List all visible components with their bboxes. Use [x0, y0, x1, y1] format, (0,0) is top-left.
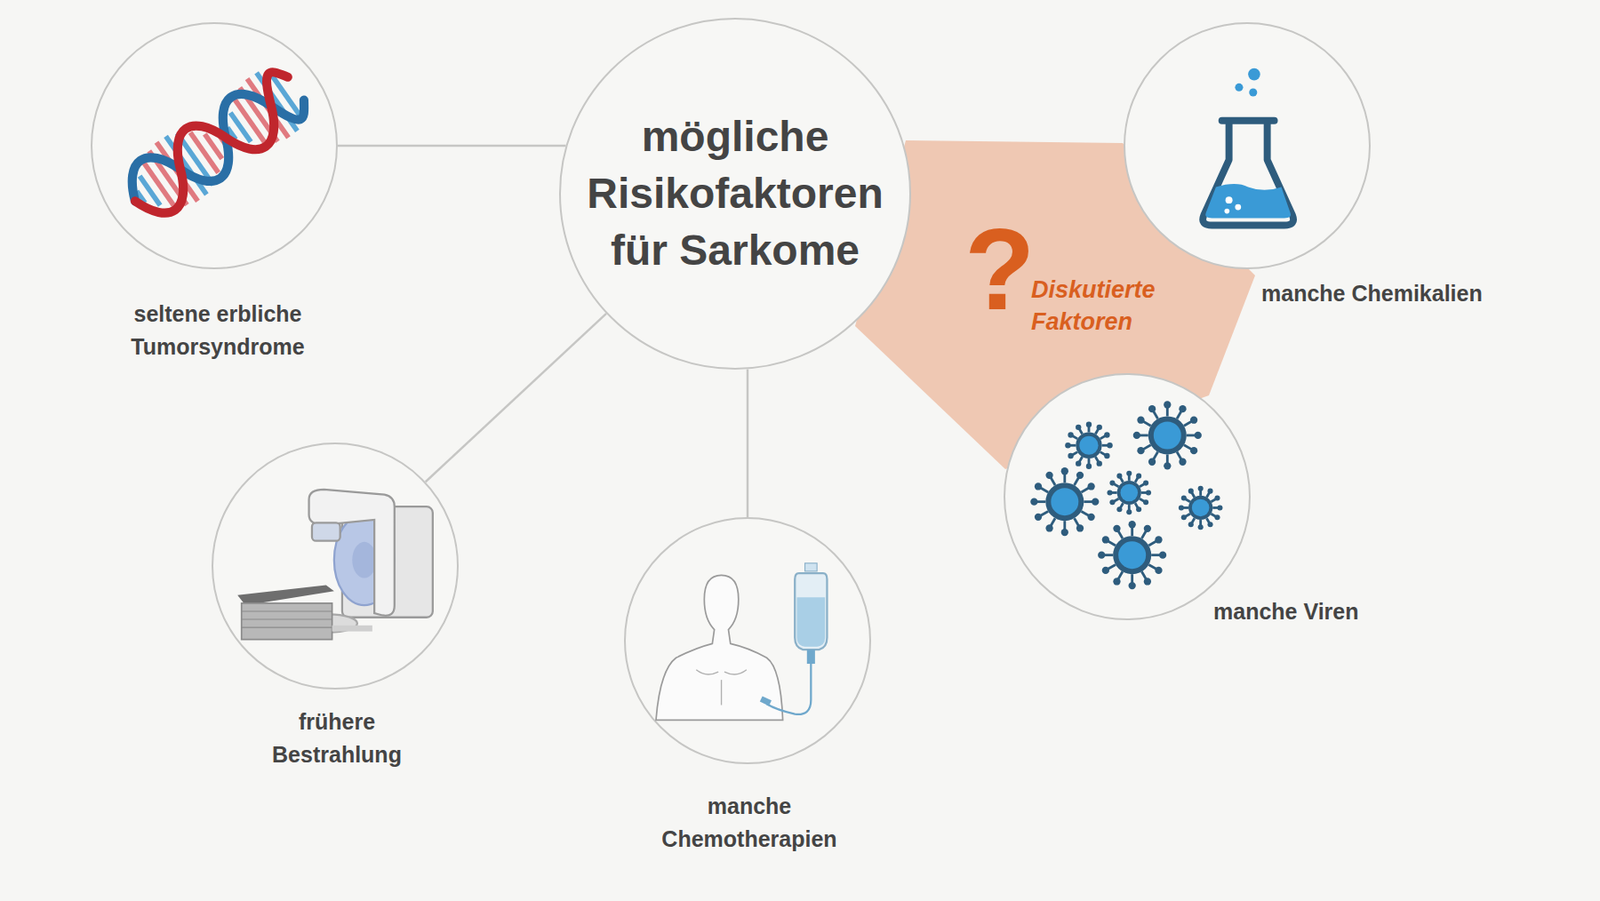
flask-icon — [1125, 24, 1369, 268]
band-label: Diskutierte Faktoren — [1031, 273, 1192, 338]
factor-label: seltene erbliche Tumorsyndrome — [97, 297, 338, 364]
connector-line — [337, 144, 567, 148]
central-title: mögliche Risikofaktoren für Sarkome — [575, 108, 896, 280]
infusion-patient — [625, 519, 870, 763]
factor-label: manche Chemotherapien — [642, 790, 856, 856]
central-circle: mögliche Risikofaktoren für Sarkome — [559, 17, 912, 370]
factor-circle: manche Viren — [1003, 373, 1251, 621]
radiotherapy-machine — [213, 444, 457, 688]
connector-line — [425, 313, 607, 482]
connector-line — [746, 369, 750, 518]
factor-label: manche Viren — [1213, 595, 1360, 629]
dna-icon — [92, 24, 336, 268]
factor-circle: manche Chemikalien — [1123, 22, 1371, 270]
factor-circle: frühere Bestrahlung — [211, 442, 459, 690]
factor-circle: manche Chemotherapien — [624, 517, 872, 765]
factor-circle: seltene erbliche Tumorsyndrome — [90, 22, 338, 270]
factor-label: frühere Bestrahlung — [239, 705, 435, 772]
factor-label: manche Chemikalien — [1261, 277, 1483, 311]
virus-icon — [1005, 375, 1249, 619]
question-mark: ? — [964, 211, 1035, 328]
